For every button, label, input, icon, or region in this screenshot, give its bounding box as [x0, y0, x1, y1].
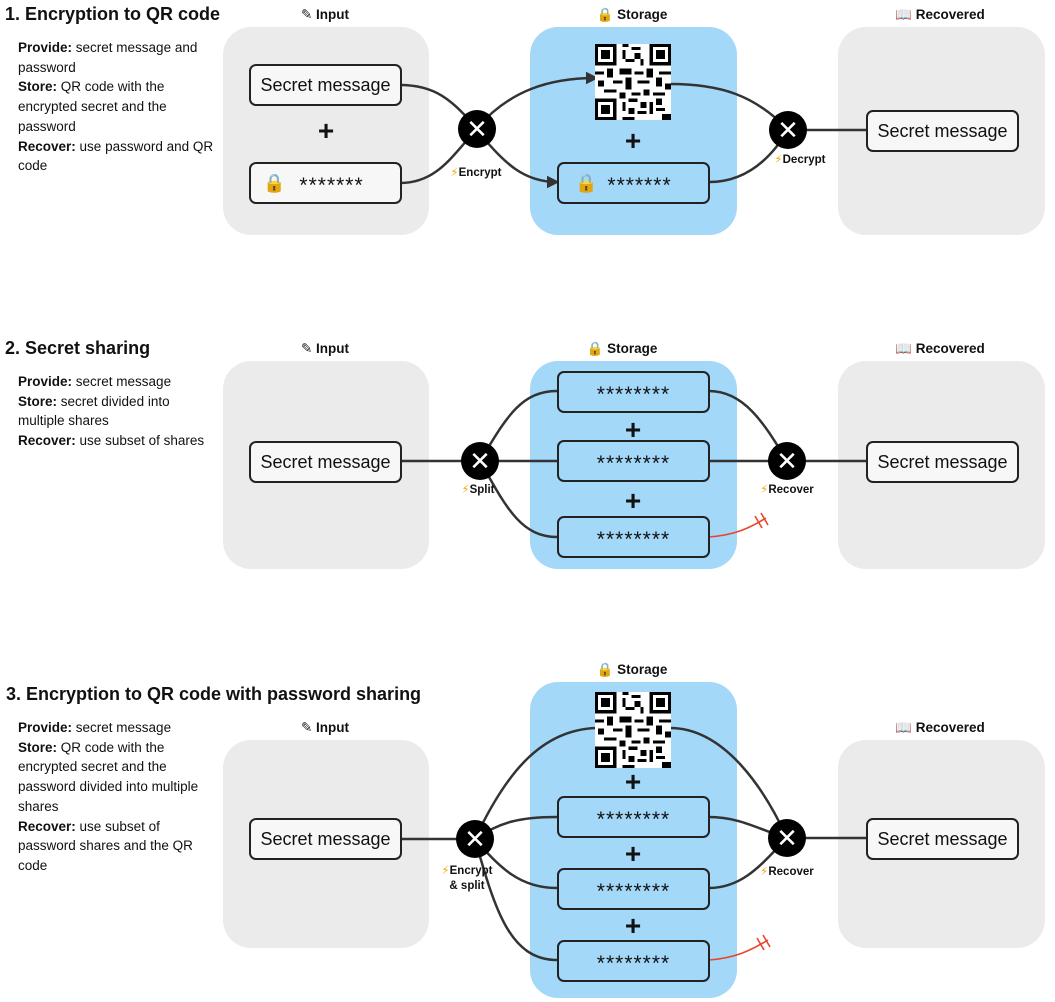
storage-heading: 🔒 Storage	[596, 7, 668, 22]
recovered-message-box: Secret message	[866, 441, 1019, 483]
section-3-title: 3. Encryption to QR code with password s…	[6, 684, 422, 704]
section-2-description: Provide: secret message Store: secret di…	[18, 374, 205, 449]
plus-sign: +	[624, 125, 642, 156]
share-box: ********	[557, 516, 710, 558]
encrypt-split-node-icon: ✕	[456, 820, 494, 858]
recovered-heading: 📖 Recovered	[895, 341, 985, 356]
storage-heading: 🔒 Storage	[596, 662, 668, 677]
wire-encrypt-split-to-share-3	[473, 838, 558, 962]
section-1-description: Provide: secret message and password Sto…	[18, 40, 214, 174]
wire-encrypt-to-qr	[476, 71, 599, 129]
recovered-message-box: Secret message	[866, 818, 1019, 860]
recovered-heading: 📖 Recovered	[895, 7, 985, 22]
input-message-box: Secret message	[249, 441, 402, 483]
decrypt-label: ⚡Decrypt	[774, 154, 826, 166]
plus-sign: +	[317, 115, 335, 146]
share-box: ********	[557, 371, 710, 413]
broken-wire-share-3	[708, 517, 767, 538]
share-box: ********	[557, 796, 710, 838]
wire-encrypt-split-to-qr	[473, 726, 597, 840]
section-3-description: Provide: secret message Store: QR code w…	[18, 720, 199, 873]
split-node-icon: ✕	[461, 442, 499, 480]
plus-sign: +	[624, 910, 642, 941]
recover-label: ⚡Recover	[760, 866, 814, 878]
section-2-title: 2. Secret sharing	[5, 338, 151, 358]
input-message-box: Secret message	[249, 818, 402, 860]
recover-node-icon: ✕	[768, 442, 806, 480]
plus-sign: +	[624, 766, 642, 797]
lock-icon: 🔒	[575, 172, 598, 193]
qr-code-icon	[595, 692, 671, 768]
storage-password-box: 🔒 *******	[557, 162, 710, 204]
plus-sign: +	[624, 838, 642, 869]
plus-sign: +	[624, 485, 642, 516]
input-heading: ✎ Input	[300, 720, 350, 735]
decrypt-node-icon: ✕	[769, 111, 807, 149]
share-box: ********	[557, 868, 710, 910]
broken-wire-share-3-sec3	[708, 939, 769, 961]
input-password-box: 🔒 *******	[249, 162, 402, 204]
section-1-title: 1. Encryption to QR code	[5, 4, 221, 24]
encrypt-split-label: ⚡Encrypt& split	[441, 865, 493, 892]
share-box: ********	[557, 440, 710, 482]
qr-code-icon	[595, 44, 671, 120]
storage-heading: 🔒 Storage	[586, 341, 658, 356]
share-box: ********	[557, 940, 710, 982]
split-label: ⚡Split	[461, 484, 495, 496]
recover-label: ⚡Recover	[760, 484, 814, 496]
recovered-message-box: Secret message	[866, 110, 1019, 152]
input-message-box: Secret message	[249, 64, 402, 106]
encrypt-node-icon: ✕	[458, 110, 496, 148]
recovered-heading: 📖 Recovered	[895, 720, 985, 735]
input-heading: ✎ Input	[300, 341, 350, 356]
recover-node-icon: ✕	[768, 819, 806, 857]
input-heading: ✎ Input	[300, 7, 350, 22]
plus-sign: +	[624, 414, 642, 445]
encrypt-label: ⚡Encrypt	[450, 167, 502, 179]
lock-icon: 🔒	[263, 172, 286, 193]
